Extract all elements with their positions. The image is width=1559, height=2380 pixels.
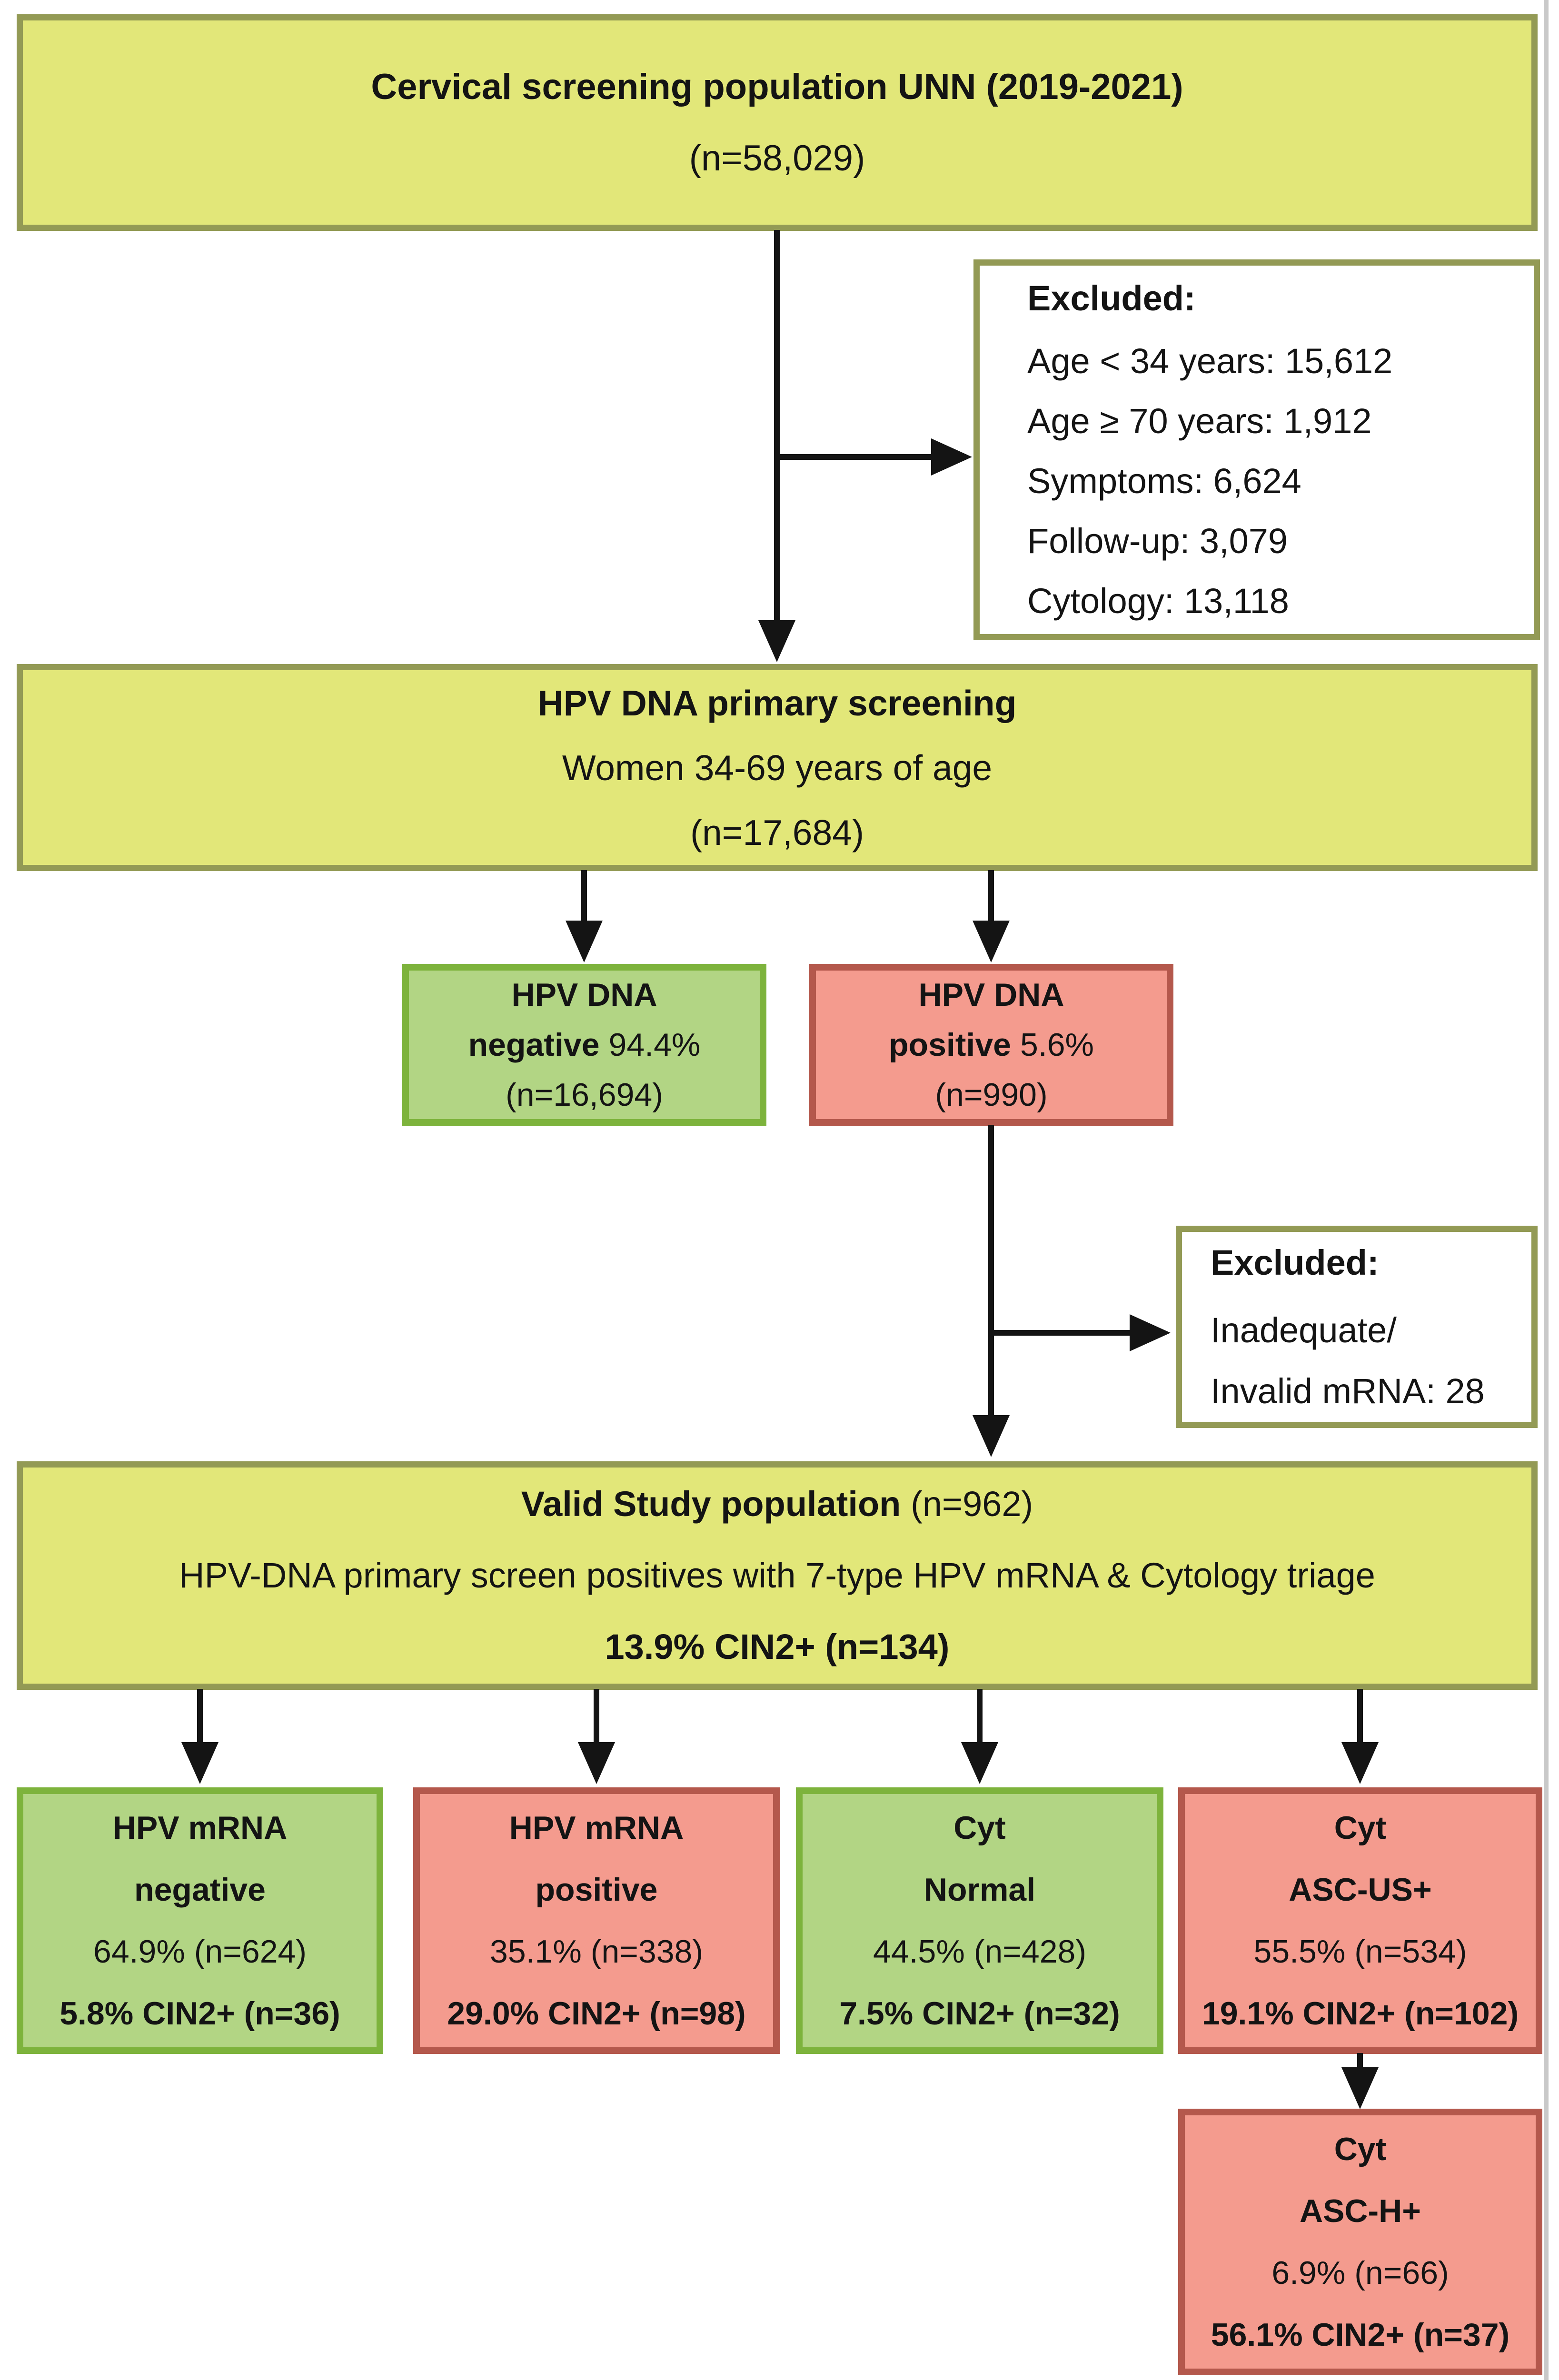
excluded-item: Symptoms: 6,624 xyxy=(1027,461,1301,501)
arrowhead-right-icon xyxy=(1130,1314,1171,1351)
page-edge-line xyxy=(1544,0,1549,2380)
arrowhead-down-icon xyxy=(973,921,1010,962)
box-mrna-positive: HPV mRNA positive 35.1% (n=338) 29.0% CI… xyxy=(413,1787,780,2054)
box-cyt-normal: Cyt Normal 44.5% (n=428) 7.5% CIN2+ (n=3… xyxy=(796,1787,1163,2054)
arrowhead-down-icon xyxy=(1341,1742,1379,1784)
excluded-item: Age ≥ 70 years: 1,912 xyxy=(1027,401,1372,441)
excluded-title: Excluded: xyxy=(1211,1242,1379,1282)
arrow-valid-to-cyt-normal xyxy=(977,1689,983,1744)
arrow-valid-to-cyt-ascus xyxy=(1357,1689,1363,1744)
box-title: HPV mRNA xyxy=(112,1810,288,1846)
excluded-item: Invalid mRNA: 28 xyxy=(1211,1371,1485,1411)
excluded-item: Inadequate/ xyxy=(1211,1310,1397,1350)
result-label: ASC-US+ xyxy=(1289,1872,1432,1908)
arrow-valid-to-mrna-negative xyxy=(197,1689,203,1744)
box-excluded-primary: Excluded: Age < 34 years: 15,612 Age ≥ 7… xyxy=(973,259,1540,640)
result-label: negative xyxy=(134,1872,266,1908)
result-label: ASC-H+ xyxy=(1299,2193,1421,2229)
result-percent: 94.4% xyxy=(608,1026,701,1063)
result-label: Normal xyxy=(923,1872,1036,1908)
arrowhead-right-icon xyxy=(931,438,972,476)
sample-size: (n=962) xyxy=(911,1484,1033,1524)
cin2-rate: 56.1% CIN2+ (n=37) xyxy=(1211,2317,1510,2353)
box-cyt-ascus: Cyt ASC-US+ 55.5% (n=534) 19.1% CIN2+ (n… xyxy=(1178,1787,1542,2054)
sample-size: (n=17,684) xyxy=(690,812,864,853)
result-percent: 35.1% (n=338) xyxy=(490,1934,703,1970)
arrow-valid-to-mrna-positive xyxy=(594,1689,599,1744)
box-title: HPV DNA xyxy=(511,976,657,1013)
box-title: Cyt xyxy=(1334,2131,1387,2167)
arrow-screening-to-dna-negative xyxy=(581,870,587,922)
result-percent: 44.5% (n=428) xyxy=(873,1934,1086,1970)
arrow-branch-to-excluded-primary xyxy=(774,454,933,460)
box-title: Cervical screening population UNN (2019-… xyxy=(371,66,1183,107)
box-subtitle: Women 34-69 years of age xyxy=(562,747,993,788)
cin2-rate: 29.0% CIN2+ (n=98) xyxy=(447,1995,746,2032)
box-title: HPV DNA xyxy=(918,976,1064,1013)
box-title: Cyt xyxy=(1334,1810,1387,1846)
result-label: positive xyxy=(535,1872,658,1908)
arrowhead-down-icon xyxy=(758,620,795,662)
cin2-rate: 13.9% CIN2+ (n=134) xyxy=(605,1627,950,1666)
box-title: HPV DNA primary screening xyxy=(537,683,1017,723)
cin2-rate: 7.5% CIN2+ (n=32) xyxy=(839,1995,1120,2032)
result-label: negative xyxy=(468,1026,600,1063)
result-percent: 64.9% (n=624) xyxy=(93,1934,307,1970)
box-subtitle: HPV-DNA primary screen positives with 7-… xyxy=(179,1556,1375,1595)
arrowhead-down-icon xyxy=(566,921,603,962)
cin2-rate: 5.8% CIN2+ (n=36) xyxy=(60,1995,340,2032)
box-cyt-asch: Cyt ASC-H+ 6.9% (n=66) 56.1% CIN2+ (n=37… xyxy=(1178,2109,1542,2375)
arrowhead-down-icon xyxy=(1341,2067,1379,2109)
box-title: Valid Study population xyxy=(521,1484,901,1524)
sample-size: (n=16,694) xyxy=(506,1076,663,1113)
excluded-item: Age < 34 years: 15,612 xyxy=(1027,341,1393,381)
excluded-item: Follow-up: 3,079 xyxy=(1027,521,1288,561)
arrowhead-down-icon xyxy=(961,1742,998,1784)
box-screening-population: Cervical screening population UNN (2019-… xyxy=(17,14,1538,231)
box-hpv-dna-screening: HPV DNA primary screening Women 34-69 ye… xyxy=(17,664,1538,871)
result-percent: 5.6% xyxy=(1020,1026,1094,1063)
arrow-screening-to-dna-positive xyxy=(988,870,994,922)
box-valid-study-population: Valid Study population(n=962) HPV-DNA pr… xyxy=(17,1461,1538,1690)
box-excluded-mrna: Excluded: Inadequate/ Invalid mRNA: 28 xyxy=(1176,1226,1538,1428)
arrowhead-down-icon xyxy=(181,1742,218,1784)
arrow-branch-to-excluded-mrna xyxy=(991,1330,1132,1336)
excluded-title: Excluded: xyxy=(1027,278,1196,318)
cin2-rate: 19.1% CIN2+ (n=102) xyxy=(1202,1995,1519,2032)
box-mrna-negative: HPV mRNA negative 64.9% (n=624) 5.8% CIN… xyxy=(17,1787,383,2054)
result-label: positive xyxy=(889,1026,1011,1063)
box-title: Cyt xyxy=(953,1810,1006,1846)
arrow-positive-to-valid-study xyxy=(988,1125,994,1417)
box-title: HPV mRNA xyxy=(509,1810,684,1846)
arrowhead-down-icon xyxy=(578,1742,615,1784)
result-percent: 55.5% (n=534) xyxy=(1253,1934,1467,1970)
sample-size: (n=58,029) xyxy=(689,138,865,178)
arrow-ascus-to-asch xyxy=(1357,2053,1363,2070)
excluded-item: Cytology: 13,118 xyxy=(1027,581,1289,621)
result-percent: 6.9% (n=66) xyxy=(1271,2255,1449,2291)
arrow-population-to-screening xyxy=(774,230,780,622)
box-title-line: Valid Study population(n=962) xyxy=(521,1468,1033,1540)
arrowhead-down-icon xyxy=(973,1415,1010,1457)
sample-size: (n=990) xyxy=(935,1076,1048,1113)
